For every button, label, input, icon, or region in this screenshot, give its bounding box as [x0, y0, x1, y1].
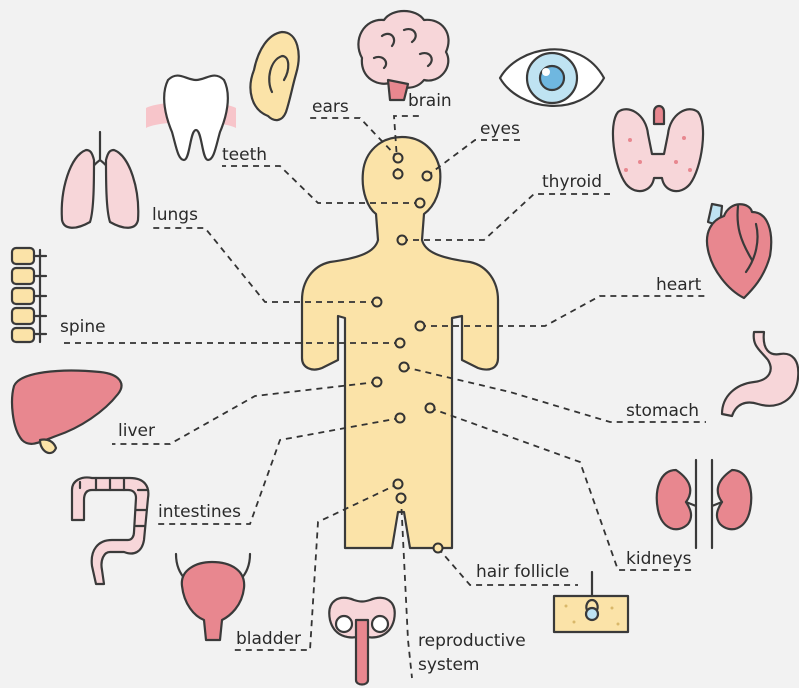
- label-brain: brain: [408, 91, 452, 111]
- label-reproductive-line2: system: [418, 655, 479, 675]
- point-liver: [373, 378, 382, 387]
- label-heart: heart: [656, 275, 702, 295]
- eye-icon: [500, 49, 604, 106]
- point-teeth: [416, 199, 425, 208]
- point-kidneys: [426, 404, 435, 413]
- point-stomach: [400, 363, 409, 372]
- point-hair-follicle: [434, 544, 443, 553]
- point-ears: [394, 154, 403, 163]
- label-eyes: eyes: [480, 119, 520, 139]
- point-spine: [396, 339, 405, 348]
- spine-icon: [12, 248, 46, 342]
- label-reproductive-line1: reproductive: [418, 631, 526, 651]
- reproductive-system-icon: [329, 598, 394, 685]
- bladder-icon: [176, 554, 250, 640]
- point-heart: [416, 322, 425, 331]
- heart-icon: [707, 204, 771, 298]
- ear-icon: [250, 32, 298, 120]
- label-lungs: lungs: [152, 205, 198, 225]
- label-teeth: teeth: [222, 145, 267, 165]
- lungs-icon: [62, 132, 139, 228]
- point-intestines: [396, 414, 405, 423]
- label-liver: liver: [118, 421, 155, 441]
- point-bladder: [394, 480, 403, 489]
- thyroid-icon: [613, 106, 703, 191]
- label-intestines: intestines: [158, 502, 241, 522]
- stomach-icon: [722, 332, 798, 416]
- brain-icon: [358, 11, 448, 100]
- intestines-icon: [72, 478, 148, 585]
- label-thyroid: thyroid: [542, 172, 602, 192]
- point-eyes: [423, 172, 432, 181]
- label-ears: ears: [312, 97, 349, 117]
- point-brain: [394, 170, 403, 179]
- label-spine: spine: [60, 317, 106, 337]
- kidneys-icon: [657, 460, 751, 548]
- label-kidneys: kidneys: [626, 549, 692, 569]
- point-thyroid: [398, 236, 407, 245]
- label-bladder: bladder: [236, 629, 301, 649]
- point-lungs: [373, 298, 382, 307]
- label-stomach: stomach: [626, 401, 699, 421]
- label-hair-follicle: hair follicle: [476, 562, 569, 582]
- liver-icon: [12, 371, 121, 454]
- point-reproductive: [397, 494, 406, 503]
